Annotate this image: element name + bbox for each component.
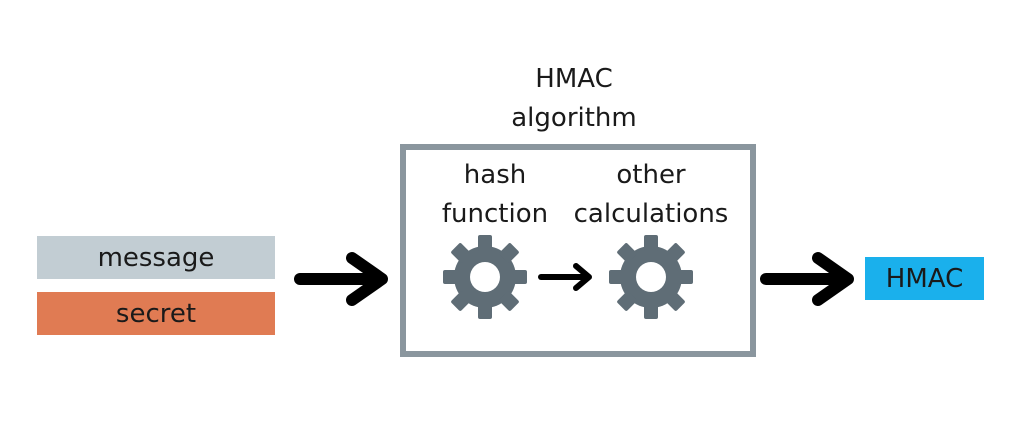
algorithm-box <box>400 144 756 357</box>
gear-icon <box>609 235 693 319</box>
hmac-output-box: HMAC <box>865 257 984 300</box>
message-label: message <box>97 242 215 273</box>
input-arrow <box>294 252 388 306</box>
hash-function-label: hash function <box>425 156 565 234</box>
secret-input-box: secret <box>37 292 275 335</box>
other-label-line2: calculations <box>573 199 729 229</box>
other-label-line1: other <box>616 160 686 190</box>
gear-icon <box>443 235 527 319</box>
message-input-box: message <box>37 236 275 279</box>
hash-label-line2: function <box>441 199 549 229</box>
hmac-output-label: HMAC <box>885 263 964 294</box>
algorithm-title-line1: HMAC <box>535 64 613 94</box>
hash-label-line1: hash <box>463 160 527 190</box>
secret-label: secret <box>115 298 197 329</box>
other-calculations-label: other calculations <box>566 156 736 234</box>
algorithm-title: HMAC algorithm <box>474 60 674 138</box>
inner-arrow <box>538 263 592 291</box>
output-arrow <box>760 252 854 306</box>
algorithm-title-line2: algorithm <box>511 103 637 133</box>
